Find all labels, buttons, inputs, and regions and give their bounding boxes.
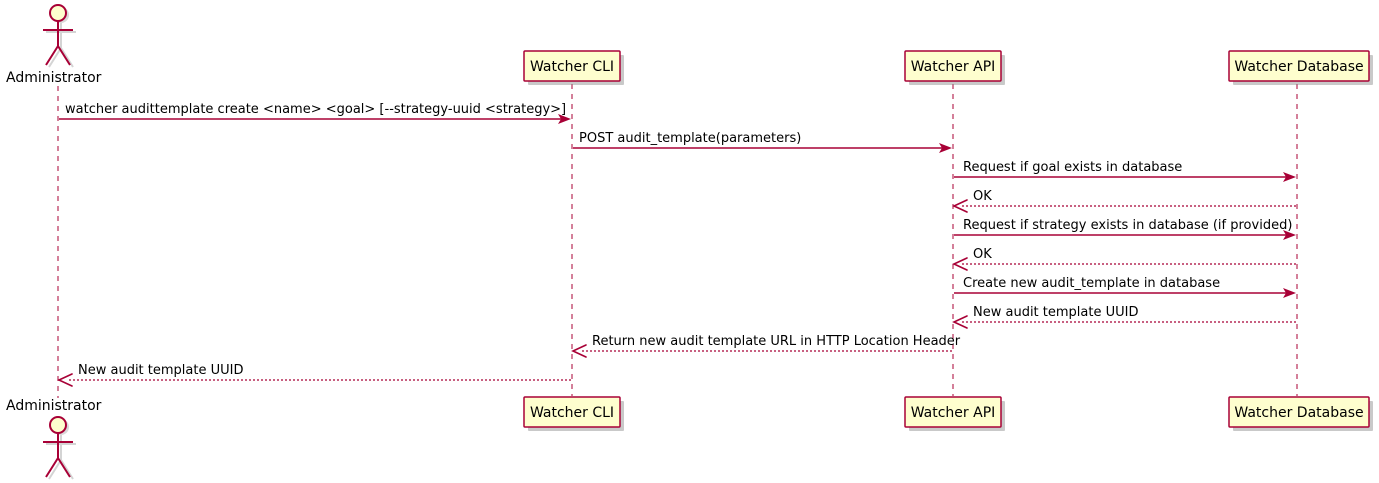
participant-box	[904, 396, 1002, 428]
message-8[interactable]: New audit template UUID	[952, 305, 1296, 329]
message-7[interactable]: Create new audit_template in database	[954, 276, 1296, 298]
actor-label-administrator-bottom: Administrator	[6, 398, 102, 414]
actor-administrator-top[interactable]: Administrator	[6, 4, 102, 86]
participant-watcher-cli-bottom[interactable]: Watcher CLI	[523, 396, 624, 431]
message-label: OK	[973, 247, 992, 262]
actor-administrator-bottom[interactable]: Administrator	[6, 398, 102, 480]
arrowhead-left	[952, 199, 968, 213]
participant-label-watcher-database-bottom: Watcher Database	[1234, 405, 1363, 421]
message-label: Request if strategy exists in database (…	[963, 218, 1292, 233]
arrowhead-left	[952, 257, 968, 271]
participant-box	[523, 50, 621, 82]
arrowhead-right	[1283, 230, 1296, 240]
message-6[interactable]: OK	[952, 247, 1296, 271]
message-2[interactable]: POST audit_template(parameters)	[573, 131, 952, 153]
participant-box	[1228, 396, 1370, 428]
arrowhead-left	[952, 315, 968, 329]
arrowhead-right	[558, 114, 571, 124]
participant-watcher-api-top[interactable]: Watcher API	[904, 50, 1005, 85]
message-label: OK	[973, 189, 992, 204]
message-label: Return new audit template URL in HTTP Lo…	[592, 334, 961, 349]
participant-watcher-cli-top[interactable]: Watcher CLI	[523, 50, 624, 85]
arrowhead-left	[57, 373, 73, 387]
lifelines	[57, 84, 1298, 398]
participant-box	[904, 50, 1002, 82]
participant-label-watcher-api-bottom: Watcher API	[911, 405, 996, 421]
participant-watcher-api-bottom[interactable]: Watcher API	[904, 396, 1005, 431]
arrowhead-left	[571, 344, 587, 358]
message-9[interactable]: Return new audit template URL in HTTP Lo…	[571, 334, 961, 358]
participant-watcher-database-bottom[interactable]: Watcher Database	[1228, 396, 1373, 431]
message-3[interactable]: Request if goal exists in database	[954, 160, 1296, 182]
participant-watcher-database-top[interactable]: Watcher Database	[1228, 50, 1373, 85]
actor-legs-icon	[45, 457, 71, 478]
participant-label-watcher-database-top: Watcher Database	[1234, 59, 1363, 75]
message-label: New audit template UUID	[78, 363, 243, 378]
participant-box	[523, 396, 621, 428]
actor-legs-icon	[45, 45, 71, 66]
participant-box	[1228, 50, 1370, 82]
message-1[interactable]: watcher audittemplate create <name> <goa…	[59, 102, 571, 124]
arrowhead-right	[1283, 172, 1296, 182]
actor-label-administrator-top: Administrator	[6, 70, 102, 86]
message-label: Request if goal exists in database	[963, 160, 1182, 175]
participant-label-watcher-cli-bottom: Watcher CLI	[530, 405, 614, 421]
message-5[interactable]: Request if strategy exists in database (…	[954, 218, 1296, 240]
message-label: Create new audit_template in database	[963, 276, 1220, 291]
message-label: POST audit_template(parameters)	[579, 131, 801, 146]
message-4[interactable]: OK	[952, 189, 1296, 213]
actor-head-icon	[49, 416, 67, 434]
participant-label-watcher-api-top: Watcher API	[911, 59, 996, 75]
arrowhead-right	[939, 143, 952, 153]
actor-head-icon	[49, 4, 67, 22]
message-label: watcher audittemplate create <name> <goa…	[65, 102, 566, 117]
message-10[interactable]: New audit template UUID	[57, 363, 571, 387]
participant-label-watcher-cli-top: Watcher CLI	[530, 59, 614, 75]
message-label: New audit template UUID	[973, 305, 1138, 320]
arrowhead-right	[1283, 288, 1296, 298]
